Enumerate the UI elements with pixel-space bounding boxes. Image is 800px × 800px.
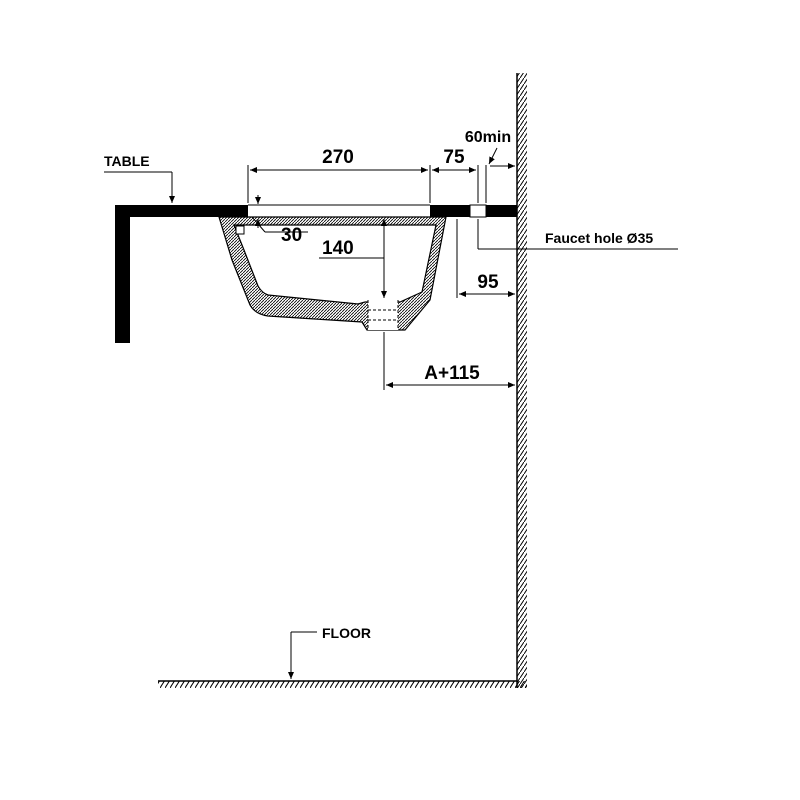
- dim-rim-thickness: 30: [251, 195, 308, 246]
- table-callout: TABLE: [104, 153, 175, 203]
- dim-75-text: 75: [443, 147, 465, 168]
- dim-clearance: 60min: [465, 129, 515, 203]
- dim-faucet-offset: 75: [432, 147, 479, 203]
- basin: [218, 216, 447, 331]
- dim-faucet-to-wall: 95: [456, 219, 515, 298]
- dim-basin-width: 270: [247, 147, 431, 203]
- dim-a115-text: A+115: [424, 363, 480, 384]
- faucet-hole-callout: Faucet hole Ø35: [477, 219, 678, 250]
- dim-basin-depth: 140: [319, 219, 387, 298]
- dim-270-text: 270: [322, 147, 354, 168]
- dim-drain-to-wall: A+115: [383, 332, 515, 390]
- dim-140-text: 140: [322, 238, 354, 259]
- floor-callout: FLOOR: [288, 625, 371, 679]
- wall: [516, 73, 527, 688]
- dim-30-text: 30: [281, 225, 302, 246]
- dim-95-text: 95: [477, 272, 499, 293]
- floor: [158, 680, 527, 688]
- dim-60min-text: 60min: [465, 129, 511, 146]
- floor-label: FLOOR: [322, 625, 371, 641]
- faucet-hole-label: Faucet hole Ø35: [545, 230, 653, 246]
- table-label: TABLE: [104, 153, 150, 169]
